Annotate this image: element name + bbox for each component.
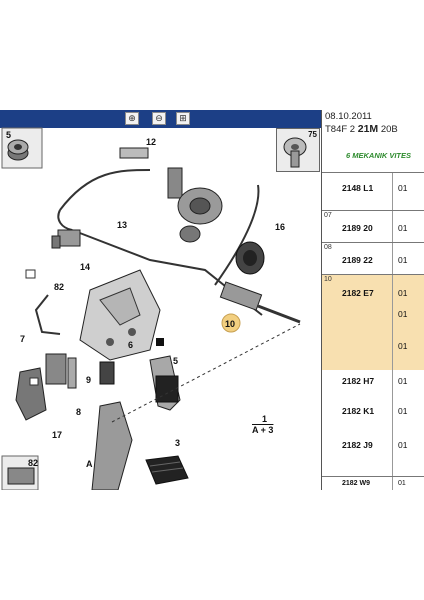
pedal-pad-3: [145, 455, 189, 485]
callout-17[interactable]: 17: [52, 430, 63, 440]
thumb-label-5: 5: [6, 130, 12, 140]
table-row[interactable]: 2182 J9 01: [322, 434, 424, 476]
boot-16: [235, 241, 265, 275]
bracket-14: [51, 229, 81, 249]
callout-9[interactable]: 9: [86, 375, 92, 385]
thumbnail-part-82[interactable]: [1, 455, 39, 490]
callout-13[interactable]: 13: [117, 220, 128, 230]
spring-assembly: [45, 353, 115, 389]
callout-12[interactable]: 12: [146, 137, 157, 147]
master-cylinder-10: [219, 281, 301, 324]
callout-A-plus-3[interactable]: A + 3: [252, 425, 274, 435]
slave-cylinder: [119, 147, 223, 243]
callout-82[interactable]: 82: [54, 282, 65, 292]
callout-3[interactable]: 3: [175, 438, 181, 448]
diagram-drawing: [1, 127, 301, 490]
callout-8[interactable]: 8: [76, 407, 82, 417]
table-row[interactable]: 07 2189 20 01: [322, 210, 424, 242]
gear-note: 6 MEKANIK VITES: [346, 151, 412, 160]
brake-pedal: [149, 355, 181, 411]
exploded-diagram: ⊕ ⊖ ⊞: [0, 110, 321, 490]
callout-A[interactable]: A: [86, 459, 93, 469]
thumb-label-82: 82: [28, 458, 39, 468]
callout-7[interactable]: 7: [20, 334, 26, 344]
zoom-fit-icon[interactable]: ⊞: [176, 112, 190, 125]
table-row-selected[interactable]: 10 2182 E7 01 01 01: [322, 274, 424, 370]
table-row[interactable]: 2182 W9 01: [322, 476, 424, 490]
callout-16[interactable]: 16: [275, 222, 286, 232]
table-row[interactable]: 2182 K1 01: [322, 400, 424, 434]
zoom-in-icon[interactable]: ⊕: [125, 112, 139, 125]
table-row[interactable]: 2182 H7 01: [322, 370, 424, 400]
thumbnail-part-5[interactable]: [1, 127, 43, 169]
table-row[interactable]: 2148 L1 01: [322, 172, 424, 210]
parts-catalog: ⊕ ⊖ ⊞: [0, 110, 424, 490]
clutch-pedal: [91, 401, 133, 490]
reference-panel: 08.10.2011 T84F 2 21M 20B 75 6 MEKANIK V…: [276, 110, 424, 490]
header-code: T84F 2 21M 20B: [325, 123, 398, 135]
callout-10-highlight[interactable]: [221, 313, 241, 333]
table-row[interactable]: 08 2189 22 01: [322, 242, 424, 274]
callout-1[interactable]: 1: [262, 414, 268, 424]
header-date: 08.10.2011: [325, 111, 372, 122]
zoom-out-icon[interactable]: ⊖: [152, 112, 166, 125]
diagram-toolbar: ⊕ ⊖ ⊞: [0, 110, 321, 128]
pedal-box: [79, 269, 161, 361]
callout-14[interactable]: 14: [80, 262, 91, 272]
callout-6[interactable]: 6: [128, 340, 134, 350]
callout-10[interactable]: 10: [225, 319, 236, 329]
callout-5[interactable]: 5: [173, 356, 179, 366]
thumbnail-part-75[interactable]: 75: [276, 128, 320, 172]
